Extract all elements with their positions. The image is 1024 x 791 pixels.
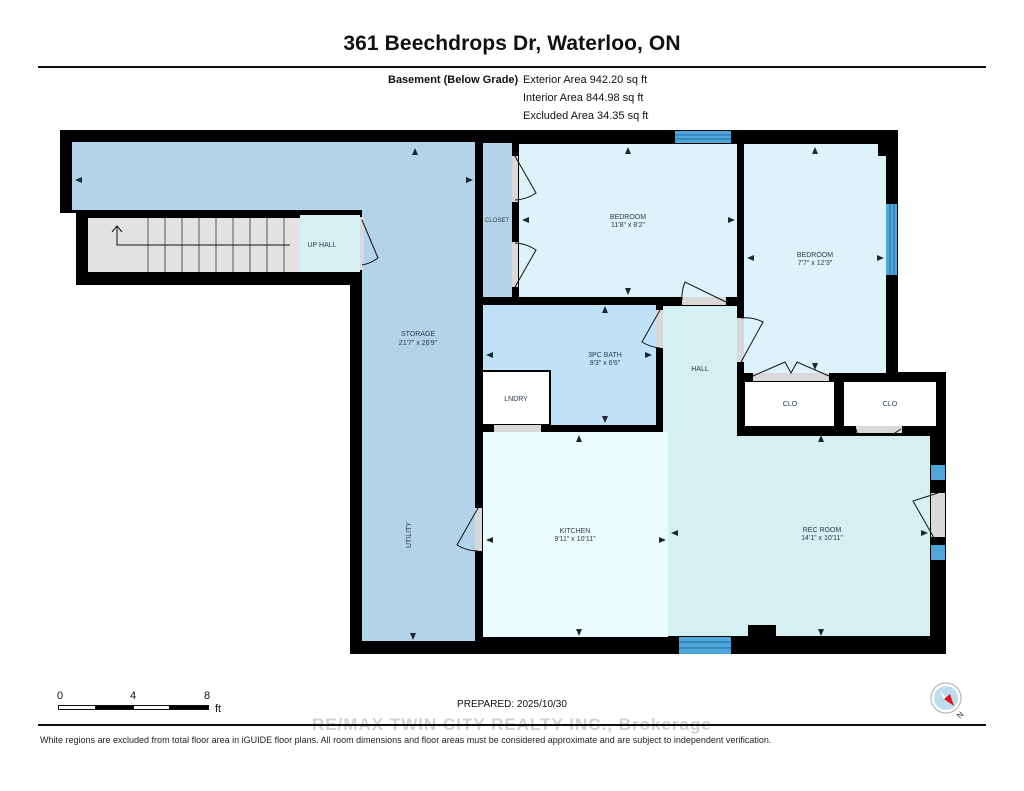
laundry-name: LNDRY [504, 396, 528, 403]
window [675, 131, 731, 143]
storage-name: STORAGE [401, 331, 435, 338]
dimension-arrows [75, 147, 928, 640]
header-divider [38, 66, 986, 68]
room-clo-1[interactable] [745, 382, 834, 426]
window [679, 637, 731, 654]
rec-room-dims: 14'1" x 10'11" [801, 535, 843, 542]
stairs [88, 218, 300, 272]
room-bedroom-1[interactable] [519, 144, 737, 297]
window [886, 204, 897, 275]
room-clo-2[interactable] [844, 382, 936, 426]
compass-north-label: N [955, 710, 966, 721]
bedroom-1-dims: 11'8" x 8'2" [611, 222, 645, 229]
bath-dims: 9'3" x 6'6" [590, 360, 621, 367]
footer-divider [38, 724, 986, 726]
room-laundry[interactable] [483, 372, 549, 424]
clo-1-name: CLO [783, 401, 798, 408]
room-kitchen[interactable] [483, 432, 668, 637]
room-rec-room[interactable] [668, 436, 930, 636]
interior-area: Interior Area 844.98 sq ft [523, 92, 644, 104]
area-list: Exterior Area 942.20 sq ft Interior Area… [523, 71, 648, 125]
page-title: 361 Beechdrops Dr, Waterloo, ON [343, 32, 681, 55]
room-closet[interactable] [483, 143, 512, 297]
window [931, 545, 945, 560]
disclaimer: White regions are excluded from total fl… [40, 735, 772, 745]
level-name: Basement (Below Grade) [388, 74, 519, 86]
bath-name: 3PC BATH [588, 352, 622, 359]
window [931, 465, 945, 480]
scale-tick-8: 8 [204, 690, 211, 702]
prepared-date: PREPARED: 2025/10/30 [457, 699, 567, 710]
room-bedroom-2[interactable] [744, 144, 886, 373]
kitchen-name: KITCHEN [560, 528, 591, 535]
compass-icon: N [930, 682, 966, 721]
room-hall[interactable] [663, 306, 737, 438]
kitchen-dims: 9'11" x 10'11" [554, 536, 596, 543]
rec-room-name: REC ROOM [803, 527, 842, 534]
room-storage[interactable] [72, 142, 475, 641]
closet-name: CLOSET [485, 218, 509, 224]
scale-tick-0: 0 [57, 690, 64, 702]
bedroom-1-name: BEDROOM [610, 214, 646, 221]
scale-unit: ft [215, 703, 222, 715]
excluded-area: Excluded Area 34.35 sq ft [523, 110, 649, 122]
bedroom-2-name: BEDROOM [797, 252, 833, 259]
hall-name: HALL [691, 366, 709, 373]
clo-2-name: CLO [883, 401, 898, 408]
exterior-area: Exterior Area 942.20 sq ft [523, 74, 648, 86]
stair-direction-arrow [116, 226, 290, 246]
room-up-hall[interactable] [300, 215, 360, 272]
storage-dims: 21'7" x 26'9" [399, 340, 438, 347]
up-hall-name: UP HALL [307, 242, 336, 249]
utility-name: UTILITY [406, 522, 413, 548]
bedroom-2-dims: 7'7" x 12'3" [798, 260, 833, 267]
scale-tick-4: 4 [130, 690, 137, 702]
